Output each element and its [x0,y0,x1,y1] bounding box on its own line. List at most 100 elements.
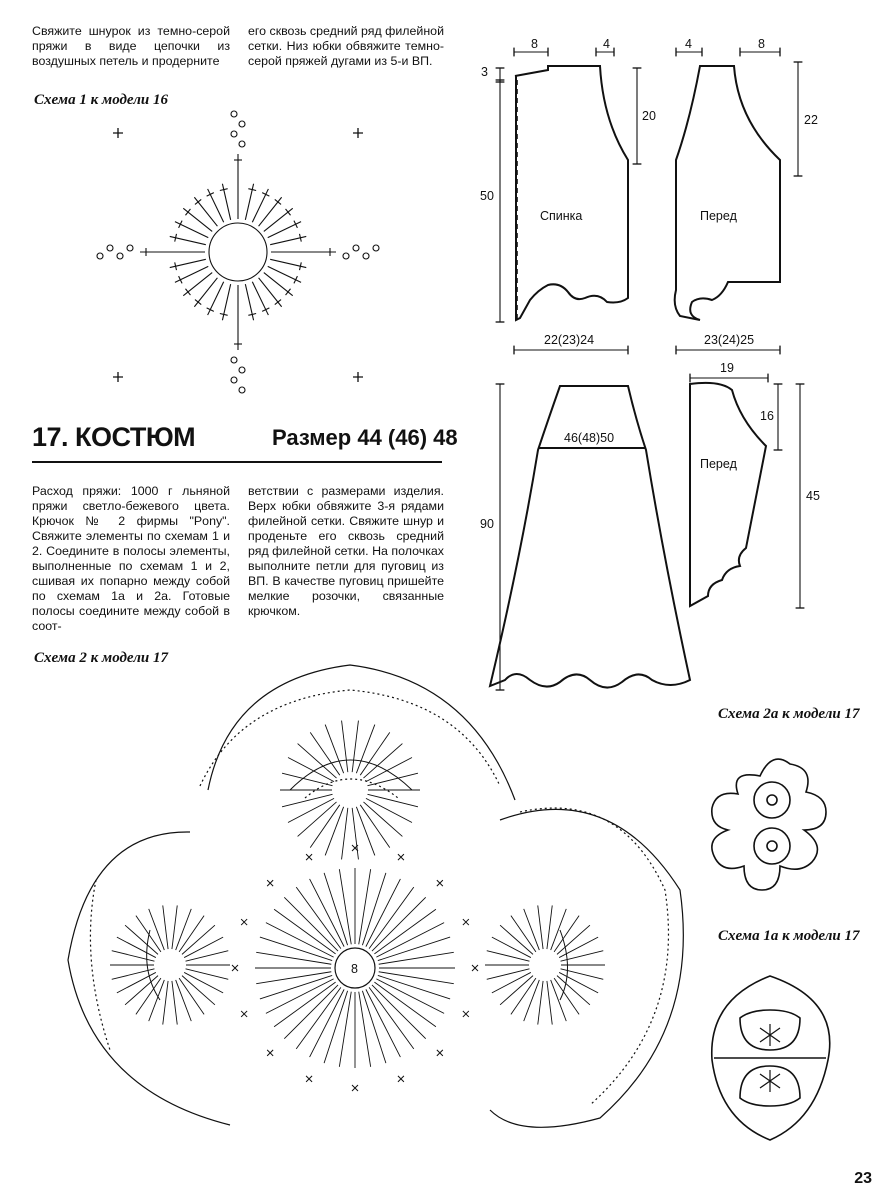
motif-stitch [365,989,401,1058]
motif-stitch [361,872,387,946]
motif-stitch [178,977,205,1015]
motif-stitch [377,974,451,1000]
motif-stitch [295,886,342,949]
motif-stitch [378,971,454,985]
star-ray-bar [298,262,302,271]
front-bodice-pattern [673,65,781,321]
intro-text-col1: Свяжите шнурок из темно-серой пряжи в ви… [32,24,230,68]
motif-cross [266,1049,274,1057]
star-ray-bar [178,220,183,229]
motif-stitch [273,908,336,955]
dim-back-top-left: 8 [531,37,538,51]
star-chain-dot [342,252,350,260]
motif-stitch [368,886,415,949]
star-ray-bar [298,233,302,242]
star-chain-dot [238,386,246,394]
motif-stitch [323,990,349,1064]
motif-stitch [287,797,335,823]
motif-stitch [550,908,567,951]
motif-stitch [124,975,159,1006]
motif-stitch [295,987,342,1050]
motif-stitch [297,801,337,837]
motif-stitch [323,872,349,946]
star-chain-dot [372,244,380,252]
motif-cross [231,964,239,972]
star-ray-bar [285,288,291,296]
motif-cross [462,918,470,926]
star-ray-bar [293,220,298,229]
motif-stitch [363,801,403,837]
motif-center-label: 8 [351,962,358,976]
motif-stitch [558,936,599,958]
motif-stitch [499,975,534,1006]
motif-stitch [374,908,437,955]
motif-stitch [183,972,224,994]
motif-stitch [281,793,333,808]
motif-stitch [553,977,580,1015]
star-plus-marks [113,128,363,382]
star-chain-dot [238,366,246,374]
motif-stitch [368,987,415,1050]
motif-stitch [367,793,419,808]
motif-stitch [537,905,544,950]
dim-back-armhole: 20 [642,109,656,123]
star-chain-dot [230,376,238,384]
motif-stitch [486,968,530,980]
dim-back-top-right: 4 [603,37,610,51]
motif-stitch [499,924,534,955]
motif-stitch [135,915,162,953]
motif-stitch [259,936,333,962]
intro-text-col2: его сквозь средний ряд филейной сетки. Н… [248,24,444,68]
motif-cross [471,964,479,972]
motif-stitch [338,991,352,1067]
motif-stitch [135,977,162,1015]
star-chain-dot [230,130,238,138]
motif-stitch [324,724,345,774]
motif-stitch [111,968,155,980]
page-number: 23 [854,1170,872,1187]
motif-stitch [341,720,349,773]
star-chain-dot [96,252,104,260]
motif-cross [305,1075,313,1083]
motif-cross [397,853,405,861]
motif-stitch [281,772,333,787]
motif-stitch [309,989,345,1058]
motif-right-lobe-outline [489,808,684,1128]
star-ray-bar [274,199,282,205]
motif-stitch [341,807,349,860]
motif-cross [240,918,248,926]
scheme2-caption: Схема 2 к модели 17 [34,650,169,666]
motif-stitch [486,950,530,962]
motif-cross [397,1075,405,1083]
star-ray-bar [248,312,257,316]
motif-stitch [523,908,540,951]
motif-stitch [162,980,169,1025]
motif-stitch [359,732,391,776]
motif-stitch [358,991,372,1067]
star-chain-dot [238,120,246,128]
motif-stitch [510,977,537,1015]
star-ray-bar [219,188,228,192]
motif-stitch [371,984,427,1040]
motif-stitch [365,878,401,947]
motif-stitch [355,724,376,774]
motif-stitch [283,984,339,1040]
motif-stitch [185,950,229,962]
motif-stitch [116,972,157,994]
star-ray-bar [293,275,298,284]
dim-skirt-waist: 46(48)50 [564,431,614,445]
motif-stitch [171,980,178,1025]
motif-stitch [376,978,445,1014]
motif-cross [351,844,359,852]
scheme1a-leaf [711,975,831,1141]
dim-jacket-length: 45 [806,489,820,503]
motif-cross [462,1010,470,1018]
motif-cross [436,1049,444,1057]
motif-stitch [181,924,216,955]
star-ray-bar [174,233,178,242]
motif-stitch [297,743,337,779]
motif-stitch [359,804,391,848]
motif-stitch [283,896,339,952]
motif-stitch [124,924,159,955]
